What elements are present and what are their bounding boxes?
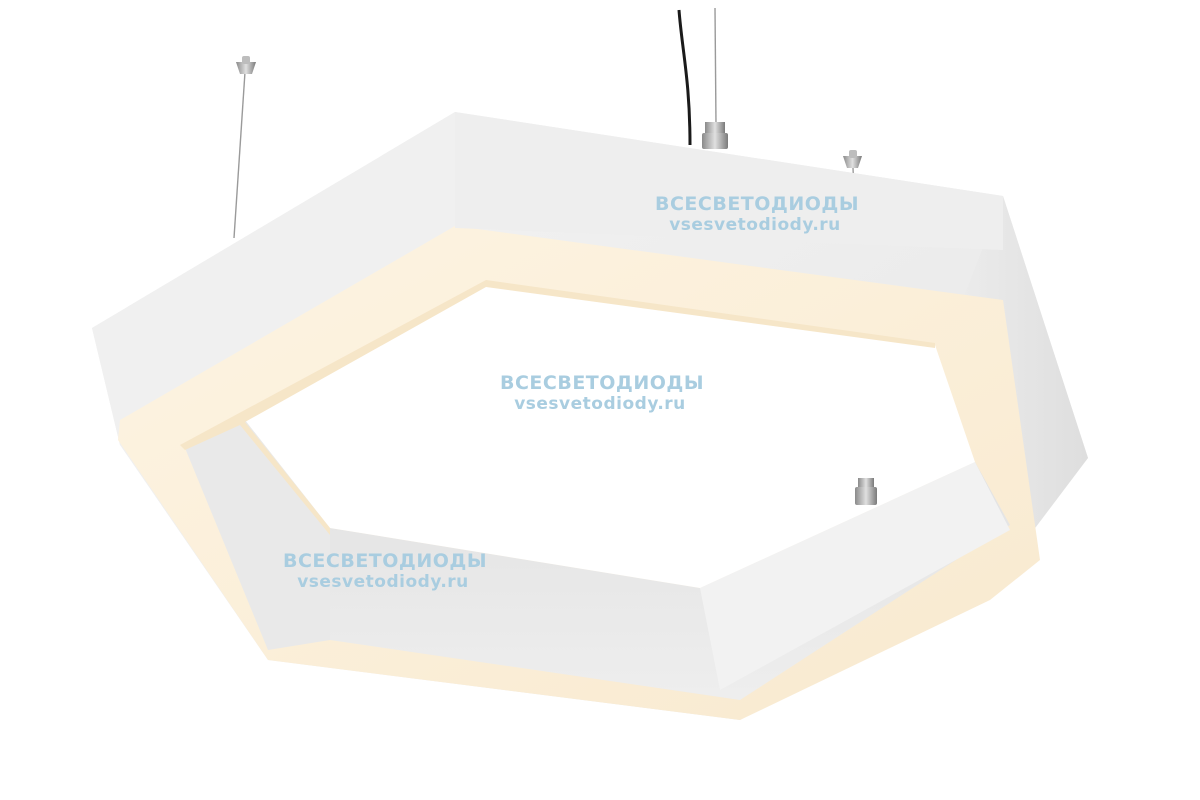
- body-top-band: [455, 112, 1003, 250]
- inner-wall-lower-right: [700, 462, 1010, 690]
- diffuser-inner-lip: [180, 280, 935, 535]
- inner-opening: [245, 282, 975, 588]
- inner-wall-lower: [330, 462, 1010, 700]
- inner-wall-bottom: [185, 420, 330, 650]
- power-cable: [677, 9, 692, 146]
- cable-connector-top: [702, 122, 728, 149]
- wire-connector-right: [855, 478, 877, 505]
- wire-top: [714, 7, 717, 126]
- ceiling-anchor-right: [843, 150, 862, 168]
- wire-left: [233, 71, 246, 239]
- body-left-side: [92, 112, 455, 445]
- ceiling-anchor-left: [236, 56, 256, 74]
